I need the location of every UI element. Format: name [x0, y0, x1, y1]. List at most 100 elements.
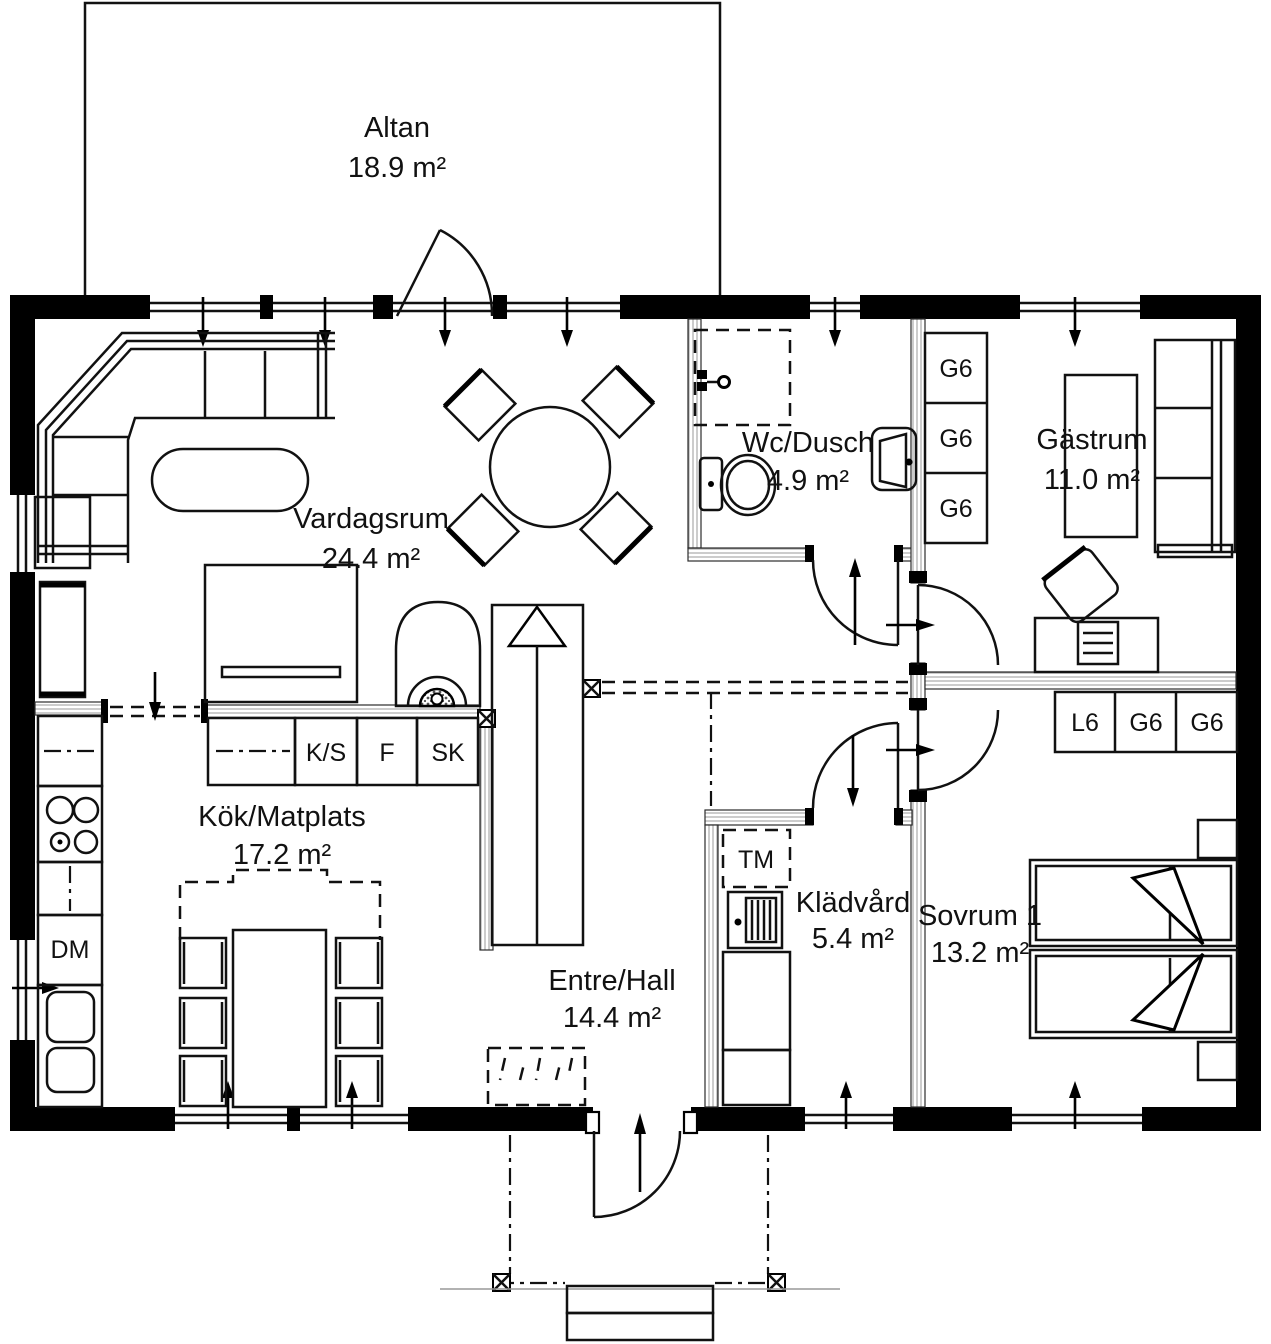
- porch-step-2: [565, 1311, 715, 1342]
- laundry-counter-1: [721, 950, 792, 1052]
- corner-sofa: [36, 331, 335, 563]
- entrance-porch: [440, 1110, 840, 1342]
- double-bed: [1028, 858, 1239, 1040]
- wall-cabinet: [33, 495, 92, 570]
- laundry-door: [811, 721, 900, 809]
- toilet: [698, 453, 777, 517]
- terrace-altan: Altan 18.9 m²: [83, 1, 722, 295]
- livingroom-label: Vardagsrum: [293, 503, 449, 535]
- fireplace: [394, 600, 482, 708]
- wc-area: 4.9 m²: [767, 465, 850, 497]
- shower: [693, 328, 792, 427]
- kitchen: K/S F SK DM: [36, 714, 480, 1109]
- island-chairs-right: [334, 936, 384, 1108]
- junction-marker-2: [582, 679, 601, 698]
- window-livingroom-1: [150, 295, 260, 347]
- nightstand-top: [1196, 818, 1239, 860]
- entrance-door: [592, 1113, 682, 1219]
- wardrobe-g6-1: G6: [1129, 709, 1162, 737]
- coffee-table: [150, 447, 310, 513]
- dining-chair-ne: [580, 364, 656, 440]
- terrace-door: [393, 228, 494, 347]
- closet-g6-1: G6: [939, 355, 972, 383]
- window-livingroom-left: [10, 495, 35, 572]
- dishwasher: DM: [36, 913, 104, 987]
- hall: Entre/Hall 14.4 m²: [486, 965, 676, 1107]
- window-livingroom-2: [273, 295, 373, 347]
- closet-g6-2: G6: [939, 425, 972, 453]
- guest-room: G6 G6 G6 Gästrum 11.0 m²: [923, 331, 1237, 674]
- staircase: [490, 603, 585, 947]
- kitchen-opening-arrow: [149, 672, 161, 721]
- window-bedroom: [1012, 1081, 1142, 1131]
- wardrobe-l6: L6: [1071, 709, 1099, 737]
- porch-post-right: [767, 1273, 786, 1292]
- dining-chair-sw: [445, 492, 521, 568]
- windows: [10, 228, 1142, 1131]
- bedroom-wardrobes: L6 G6 G6: [1053, 690, 1239, 754]
- livingroom-area: 24.4 m²: [322, 543, 421, 575]
- porch-post-left: [492, 1273, 511, 1292]
- wardrobe-g6-2: G6: [1190, 709, 1223, 737]
- pantry-cabinet: [38, 580, 87, 699]
- guest-table: [1063, 373, 1139, 539]
- living-room: Vardagsrum 24.4 m²: [33, 331, 656, 704]
- kitchen-label: Kök/Matplats: [198, 801, 366, 833]
- guestroom-door: [886, 583, 1000, 666]
- hall-area: 14.4 m²: [563, 1002, 662, 1034]
- island-chairs-left: [178, 936, 228, 1108]
- window-guestroom: [1020, 295, 1140, 347]
- porch-step-1: [565, 1284, 715, 1315]
- kitchen-unit-sk: SK: [431, 739, 465, 767]
- window-livingroom-3: [507, 295, 620, 347]
- shower-fixture: [697, 370, 731, 391]
- wc-label: Wc/Dusch: [742, 427, 874, 459]
- laundry-counter-2: [721, 1048, 792, 1107]
- bedroom-label: Sovrum 1: [918, 900, 1042, 932]
- washbasin: [870, 426, 918, 492]
- guestroom-label: Gästrum: [1036, 424, 1147, 456]
- door-posts: [101, 545, 927, 825]
- altan-area: 18.9 m²: [348, 152, 447, 184]
- laundry: TM Klädvård 5.4 m²: [721, 828, 910, 1107]
- guest-desk: [1033, 616, 1160, 674]
- dining-table: [488, 405, 612, 529]
- washing-machine: [726, 890, 784, 950]
- interior-doors: [149, 558, 1000, 809]
- kitchen-area: 17.2 m²: [233, 839, 332, 871]
- tumble-dryer-outline: [721, 828, 792, 889]
- kitchen-wall-units: K/S F SK: [206, 716, 480, 787]
- stove: [36, 784, 104, 864]
- bedroom: L6 G6 G6 Sovrum 1 13.2 m²: [918, 690, 1239, 1082]
- altan-label: Altan: [364, 112, 430, 144]
- laundry-area: 5.4 m²: [812, 923, 895, 955]
- kitchen-sink: [36, 983, 104, 1109]
- bedroom-area: 13.2 m²: [931, 937, 1030, 969]
- window-laundry: [805, 1081, 893, 1131]
- wc-door: [811, 558, 900, 647]
- nightstand-bottom: [1196, 1040, 1239, 1082]
- dishwasher-label: DM: [51, 936, 90, 964]
- hall-label: Entre/Hall: [548, 965, 675, 997]
- closet-g6-3: G6: [939, 495, 972, 523]
- window-kitchen-1: [175, 1081, 287, 1131]
- guestroom-area: 11.0 m²: [1044, 464, 1141, 496]
- laundry-label: Klädvård: [796, 887, 910, 919]
- hood-outline: [178, 868, 382, 940]
- kitchen-unit-ks: K/S: [306, 739, 346, 767]
- kitchen-unit-f: F: [379, 739, 394, 767]
- shoe-bench: [486, 1046, 587, 1107]
- kitchen-counter-left: DM: [36, 714, 104, 1109]
- dining-chair-se: [578, 490, 654, 566]
- guestroom-closets: G6 G6 G6: [923, 331, 989, 545]
- dining-chair-nw: [442, 367, 518, 443]
- wc-bathroom: Wc/Dusch 4.9 m²: [693, 328, 918, 517]
- bedroom-door: [886, 709, 1000, 792]
- sideboard: [203, 563, 359, 704]
- window-wc: [810, 295, 860, 347]
- guest-bed: [1153, 338, 1237, 559]
- window-kitchen-2: [300, 1081, 408, 1131]
- washing-machine-label: TM: [738, 846, 774, 874]
